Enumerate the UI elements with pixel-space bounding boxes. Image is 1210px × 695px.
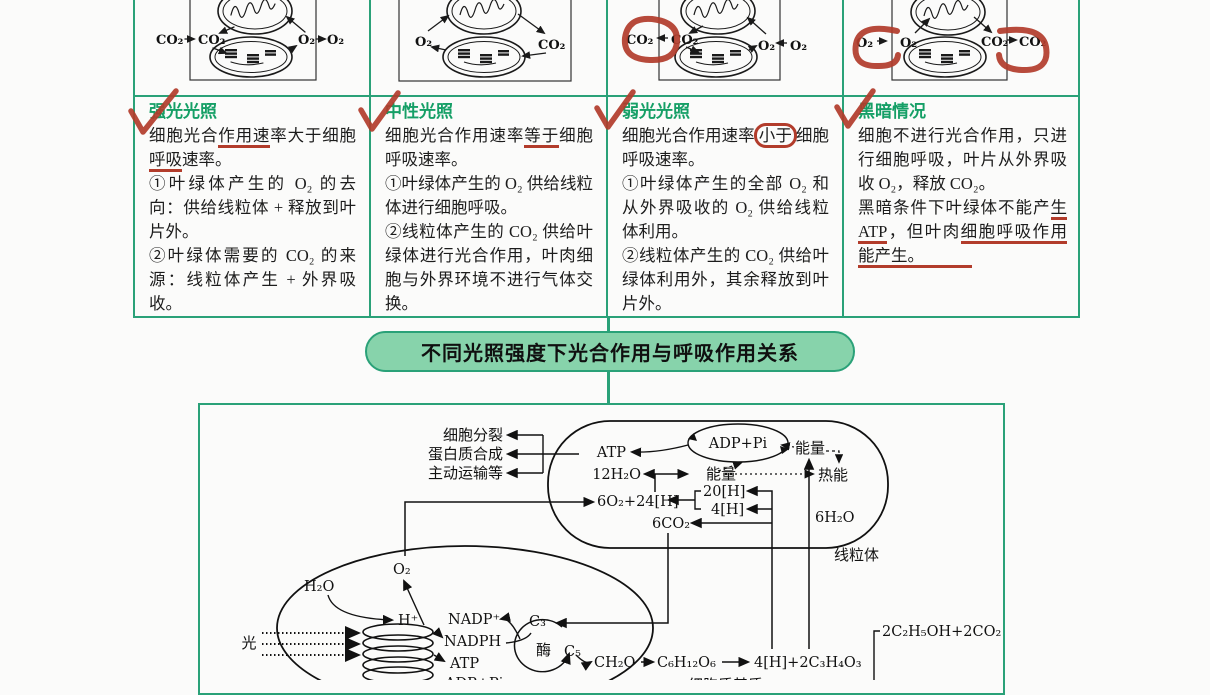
diagram-neutral-light: O₂ CO₂	[398, 0, 572, 82]
co2-outside-label: CO₂	[1019, 35, 1046, 50]
o2-inside-label: O₂	[900, 36, 917, 51]
20h-label: 20[H]	[703, 484, 745, 500]
table-column-1	[133, 0, 369, 318]
ch2o-label: CH₂O	[594, 655, 636, 671]
water12-label: 12H₂O	[592, 467, 641, 483]
use-active-transport: 主动运输等	[428, 464, 503, 482]
cell-diagrams: CO₂ CO₂ O₂ O₂ O₂ CO₂ CO₂ CO₂ O₂ O₂	[156, 0, 1046, 82]
atp-label: ATP	[596, 445, 626, 461]
energy-split-label: 能量	[706, 466, 736, 483]
o2-inside-label: O₂	[415, 35, 432, 50]
panel-strong-light: 强光光照 细胞光合作用速率大于细胞呼吸速率。 ①叶绿体产生的 O₂ 的去向：供给…	[149, 102, 357, 313]
panel-weak-light: 弱光光照 细胞光合作用速率小于细胞呼吸速率。 ①叶绿体产生的全部 O₂ 和从外界…	[622, 102, 830, 313]
red-underline: 呼吸	[149, 150, 182, 172]
use-cell-division: 细胞分裂	[443, 427, 503, 444]
connector-bottom	[607, 372, 610, 403]
enzyme-label: 酶	[536, 642, 551, 659]
red-underline-long: 用能产生。	[858, 222, 1068, 268]
glucose-label: C₆H₁₂O₆	[657, 655, 716, 671]
6h2o-label: 6H₂O	[815, 510, 855, 526]
light-label: 光	[241, 635, 256, 652]
heat-label: 热能	[818, 467, 848, 484]
6co2-label: 6CO₂	[652, 516, 690, 532]
page: { "banner": "不同光照强度下光合作用与呼吸作用关系", "panel…	[128, 0, 1080, 695]
atp-chloro-label: ATP	[449, 656, 479, 672]
use-protein-synthesis: 蛋白质合成	[428, 446, 503, 463]
o2-24h-label: 6O₂+24[H]	[597, 494, 679, 510]
panel-darkness: 黑暗情况 细胞不进行光合作用，只进行细胞呼吸，叶片从外界吸收 O₂，释放 CO₂…	[842, 96, 1080, 316]
mitochondrion-outline	[547, 420, 889, 549]
pyruvate-label: 4[H]+2C₃H₄O₃	[754, 655, 862, 671]
h2o-label: H₂O	[304, 579, 334, 595]
c5-label: C₅	[564, 644, 581, 660]
panel-title: 黑暗情况	[858, 102, 926, 121]
o2-inside-label: O₂	[298, 33, 315, 48]
cytosol-label: 细胞质基质	[688, 677, 763, 680]
h-plus-label: H⁺	[398, 613, 418, 629]
red-underline: 生 ATP	[858, 198, 1067, 244]
diagram-weak-light: CO₂ CO₂ O₂ O₂	[626, 0, 807, 81]
co2-inside-label: CO₂	[981, 35, 1008, 50]
red-underline: 作用速	[218, 126, 271, 148]
o2-outside-label: O₂	[790, 39, 807, 54]
metabolism-flow-diagram: 细胞分裂 蛋白质合成 主动运输等 ATP ADP+Pi 能量 能量 热能 12H…	[241, 420, 1001, 680]
section-banner: 不同光照强度下光合作用与呼吸作用关系	[365, 331, 855, 372]
chloroplast-outline	[276, 545, 654, 680]
red-underline: 细胞呼吸作	[960, 222, 1051, 244]
o2-label: O₂	[393, 562, 411, 578]
panel-title: 弱光光照	[622, 102, 690, 121]
table-bottom-border	[133, 316, 1080, 318]
ethanol-label: 2C₂H₅OH+2CO₂	[882, 624, 1001, 640]
nadph-label: NADPH	[444, 634, 501, 650]
co2-outside-label: CO₂	[626, 33, 653, 48]
o2-inside-label: O₂	[758, 39, 775, 54]
energy-cycle-label: 能量	[795, 440, 825, 457]
o2-outside-label: O₂	[856, 36, 873, 51]
diagram-darkness: O₂ O₂ CO₂ CO₂	[856, 0, 1046, 81]
adp-pi-label: ADP+Pi	[708, 436, 768, 452]
panel-title: 中性光照	[385, 102, 453, 121]
table-column-2	[369, 0, 606, 318]
red-underline: 等于	[524, 126, 560, 148]
red-circle-annotation: 小于	[753, 123, 797, 148]
co2-inside-label: CO₂	[198, 33, 225, 48]
co2-outside-label: CO₂	[156, 33, 183, 48]
c3-label: C₃	[529, 614, 546, 630]
nadp-label: NADP⁺	[448, 612, 500, 628]
table-column-3	[606, 0, 842, 318]
panel-neutral-light: 中性光照 细胞光合作用速率等于细胞呼吸速率。 ①叶绿体产生的 O₂ 供给线粒体进…	[385, 102, 594, 313]
table-column-4	[842, 0, 1080, 318]
o2-outside-label: O₂	[327, 33, 344, 48]
co2-inside-label: CO₂	[538, 38, 565, 53]
4h-label: 4[H]	[711, 502, 744, 518]
panel-title: 强光光照	[149, 102, 217, 121]
adp-pi-chloro-label: ADP+Pi	[444, 676, 504, 680]
mitochondria-label: 线粒体	[834, 547, 879, 564]
diagram-strong-light: CO₂ CO₂ O₂ O₂	[156, 0, 344, 81]
co2-inside-label: CO₂	[671, 33, 698, 48]
connector-top	[607, 316, 610, 331]
thylakoid-stack	[362, 623, 434, 680]
